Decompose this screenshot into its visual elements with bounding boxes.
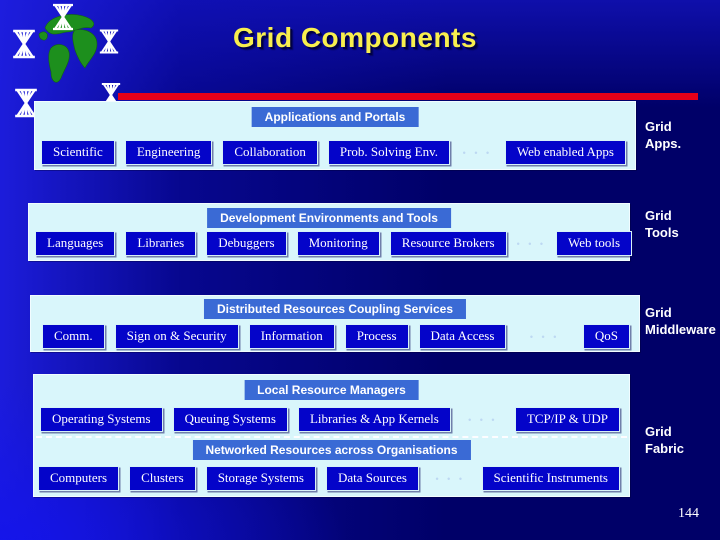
box-storage-systems: Storage Systems [205, 466, 316, 491]
side-label-grid-fabric: Grid Fabric [645, 424, 685, 456]
box-tcpip-udp: TCP/IP & UDP [514, 407, 620, 432]
ellipsis-dots: • • • [468, 414, 498, 425]
box-queuing-systems: Queuing Systems [172, 407, 288, 432]
box-libraries-app-kernels: Libraries & App Kernels [297, 407, 451, 432]
development-tools-header: Development Environments and Tools [207, 208, 451, 228]
networked-resources-row: Computers Clusters Storage Systems Data … [38, 466, 620, 491]
red-divider-line [118, 93, 698, 100]
grid-pylon-icon [15, 88, 37, 118]
box-resource-brokers: Resource Brokers [389, 231, 507, 256]
box-scientific: Scientific [41, 140, 115, 165]
side-label-grid-apps: Grid Apps. [645, 119, 682, 151]
box-web-enabled-apps: Web enabled Apps [504, 140, 626, 165]
ellipsis-dots: • • • [462, 147, 493, 158]
box-prob-solving-env: Prob. Solving Env. [327, 140, 450, 165]
local-resource-managers-header: Local Resource Managers [244, 380, 419, 400]
dashed-separator [36, 436, 627, 438]
box-clusters: Clusters [129, 466, 196, 491]
box-libraries: Libraries [125, 231, 197, 256]
panel-development-tools: Development Environments and Tools Langu… [28, 203, 633, 261]
box-collaboration: Collaboration [222, 140, 318, 165]
tools-row: Languages Libraries Debuggers Monitoring… [35, 231, 633, 256]
ellipsis-dots: • • • [516, 238, 547, 249]
box-web-tools: Web tools [556, 231, 633, 256]
networked-resources-header: Networked Resources across Organisations [192, 440, 471, 460]
box-process: Process [344, 324, 409, 349]
box-data-sources: Data Sources [326, 466, 419, 491]
panel-applications-and-portals: Applications and Portals Scientific Engi… [34, 101, 636, 170]
grid-pylon-icon [13, 29, 35, 59]
panel-grid-fabric: Local Resource Managers Operating System… [33, 374, 630, 497]
side-label-grid-tools: Grid Tools [645, 208, 679, 240]
ellipsis-dots: • • • [529, 331, 560, 342]
side-label-grid-middleware: Grid Middleware [645, 305, 716, 337]
ellipsis-dots: • • • [435, 473, 465, 484]
box-computers: Computers [38, 466, 120, 491]
box-sign-on-security: Sign on & Security [114, 324, 239, 349]
box-engineering: Engineering [124, 140, 213, 165]
box-monitoring: Monitoring [296, 231, 380, 256]
panel-coupling-services: Distributed Resources Coupling Services … [30, 295, 640, 352]
box-debuggers: Debuggers [206, 231, 287, 256]
applications-row: Scientific Engineering Collaboration Pro… [41, 140, 626, 165]
box-comm: Comm. [42, 324, 105, 349]
box-scientific-instruments: Scientific Instruments [481, 466, 620, 491]
box-languages: Languages [35, 231, 116, 256]
coupling-services-header: Distributed Resources Coupling Services [203, 299, 467, 319]
grid-pylon-icon [53, 3, 73, 31]
local-resource-row: Operating Systems Queuing Systems Librar… [40, 407, 620, 432]
box-qos: QoS [582, 324, 630, 349]
slide-title: Grid Components [233, 22, 477, 53]
box-operating-systems: Operating Systems [40, 407, 163, 432]
page-number: 144 [678, 506, 699, 521]
middleware-row: Comm. Sign on & Security Information Pro… [42, 324, 630, 349]
applications-header: Applications and Portals [251, 107, 419, 127]
box-information: Information [248, 324, 335, 349]
box-data-access: Data Access [418, 324, 507, 349]
grid-pylon-icon [99, 29, 119, 54]
